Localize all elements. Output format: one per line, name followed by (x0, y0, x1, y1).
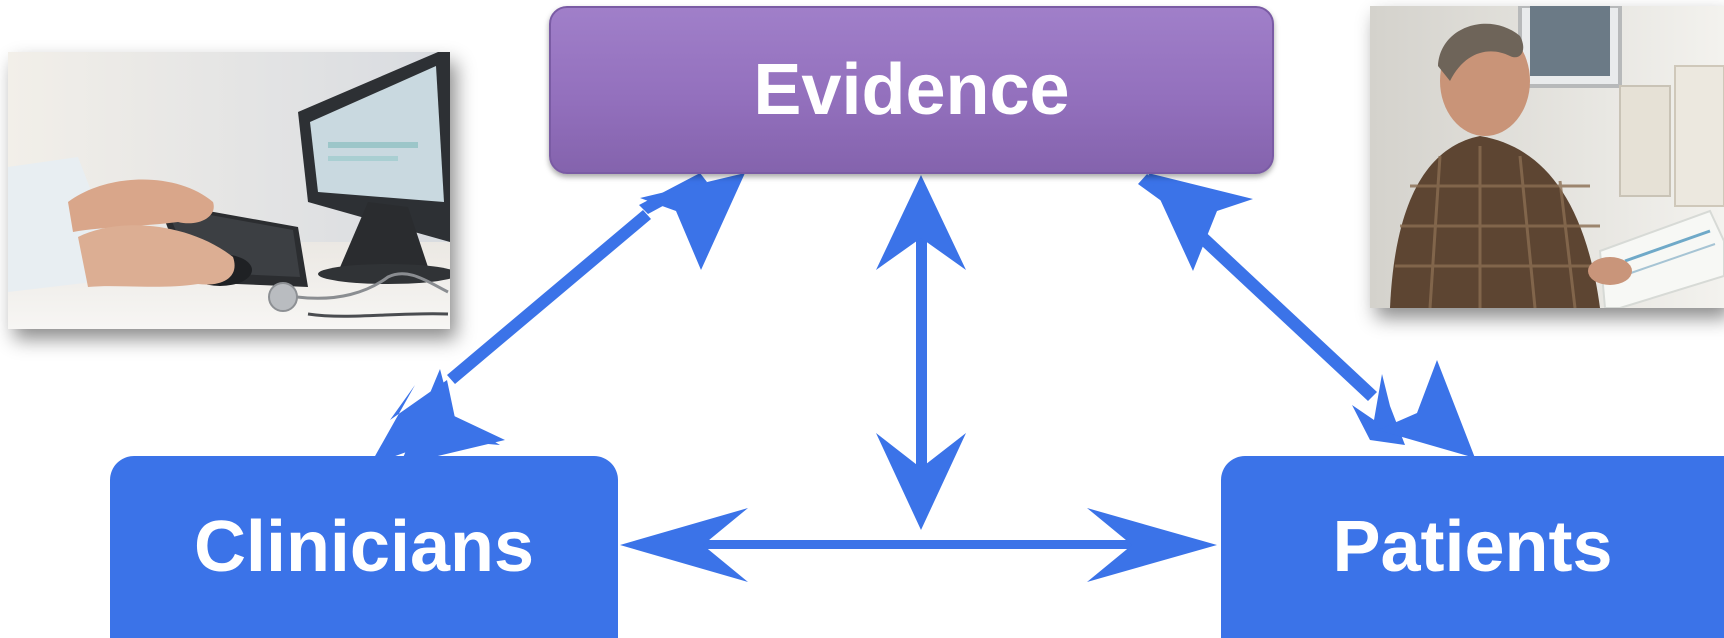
arrowhead-evidence-bottom (876, 175, 966, 270)
arrowhead-vertical-bottom (876, 433, 966, 530)
patients-box: Patients (1221, 456, 1724, 638)
arrowhead-evidence-left (640, 173, 745, 270)
arrowhead-patients-top (1378, 360, 1475, 458)
evidence-box: Evidence (549, 6, 1274, 174)
evidence-label: Evidence (753, 50, 1070, 130)
arrow-evidence-vertical (916, 228, 927, 468)
arrowhead-clinicians-right (620, 508, 748, 582)
arrowhead-patients-left (1087, 508, 1217, 582)
clinician-computer-photo (8, 52, 450, 329)
arrowhead-clinicians-top (400, 369, 505, 465)
patients-label: Patients (1332, 507, 1613, 587)
clinicians-box: Clinicians (110, 456, 618, 638)
arrowhead-evidence-right (1148, 173, 1253, 271)
clinicians-label: Clinicians (193, 507, 535, 587)
arrow-clinicians-patients (695, 540, 1145, 549)
patient-reading-photo (1370, 6, 1724, 308)
